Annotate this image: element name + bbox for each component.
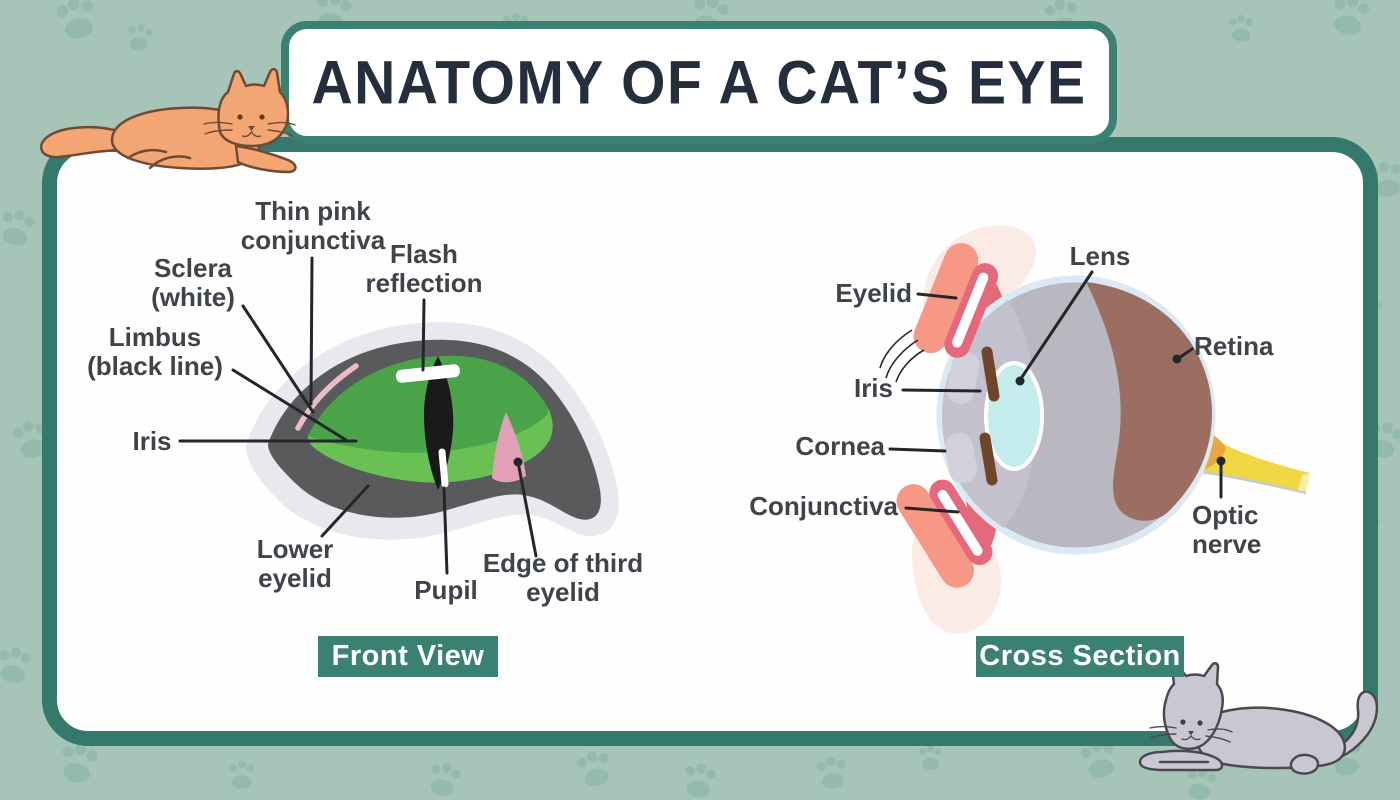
label-lens: Lens: [1069, 241, 1131, 271]
label-pupil: Pupil: [414, 575, 478, 605]
label-retina: Retina: [1194, 331, 1274, 361]
label-optic-nerve: Optic nerve: [1192, 500, 1262, 560]
label-flash-reflection: Flash reflection: [365, 239, 483, 299]
front-view-badge: Front View: [318, 636, 498, 677]
label-edge-of-third-eyelid: Edge of third eyelid: [482, 548, 644, 608]
label-thin-pink-conjunctiva: Thin pink conjunctiva: [240, 196, 386, 256]
label-limbus: Limbus (black line): [87, 322, 223, 382]
label-iris-front: Iris: [132, 426, 172, 456]
label-cornea: Cornea: [795, 431, 885, 461]
cross-section-badge: Cross Section: [976, 636, 1184, 677]
label-eyelid: Eyelid: [835, 278, 912, 308]
title-banner: ANATOMY OF A CAT’S EYE: [281, 21, 1117, 144]
label-sclera: Sclera (white): [151, 253, 235, 313]
label-iris-cross: Iris: [853, 373, 893, 403]
page-title: ANATOMY OF A CAT’S EYE: [311, 47, 1087, 118]
label-conjunctiva: Conjunctiva: [749, 491, 898, 521]
label-lower-eyelid: Lower eyelid: [256, 534, 334, 594]
